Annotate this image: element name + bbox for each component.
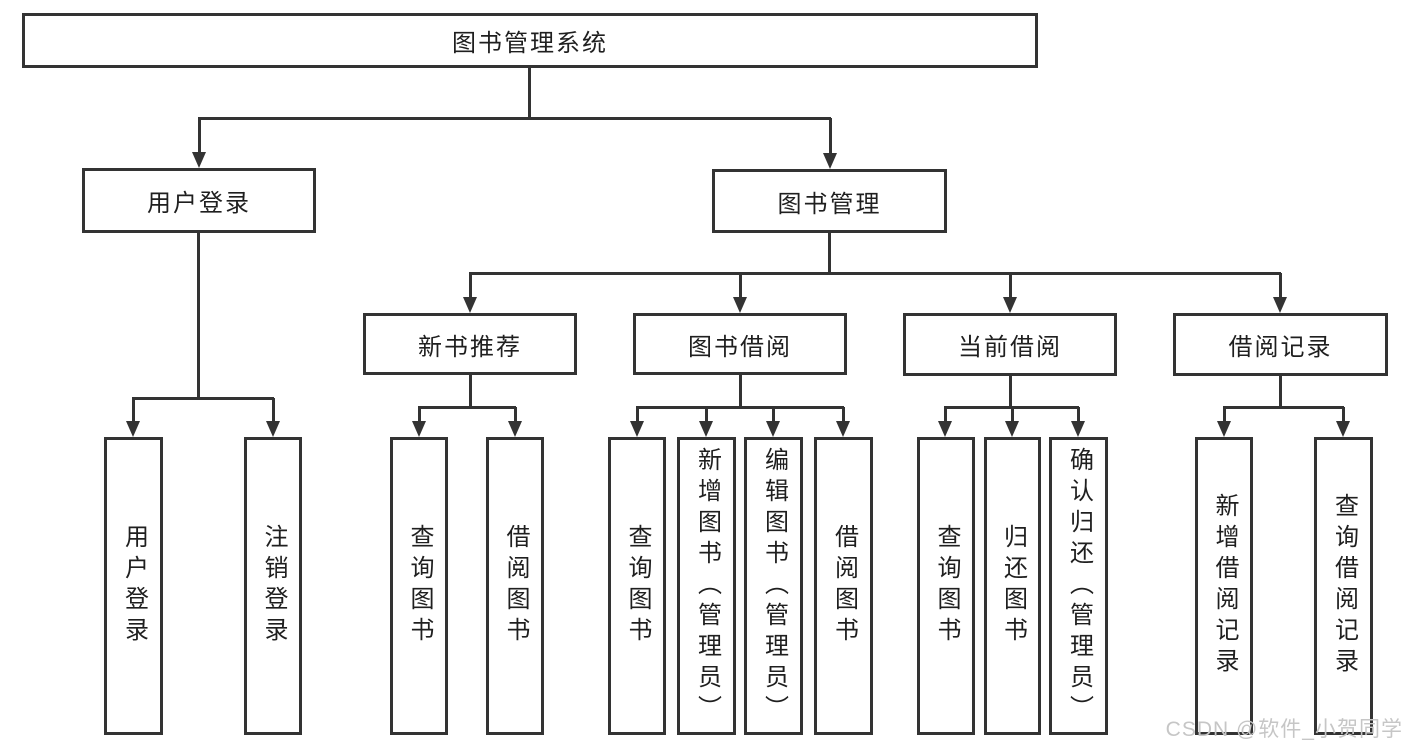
connector-drop [469, 273, 472, 299]
connector-bus [469, 272, 1281, 275]
node-book-borrowing: 图书借阅 [633, 313, 847, 375]
leaf-label: 编辑图书（管理员） [760, 446, 788, 726]
connector-drop [829, 118, 832, 155]
connector-arrowhead [1003, 297, 1017, 313]
connector-drop [944, 407, 947, 423]
connector-bus [418, 406, 516, 409]
connector-arrowhead [192, 152, 206, 168]
connector-drop [739, 273, 742, 299]
connector-drop [705, 407, 708, 423]
leaf-borrow-books-borrowing: 借阅图书 [814, 437, 873, 735]
connector-arrowhead [1071, 421, 1085, 437]
connector-drop [842, 407, 845, 423]
node-current-borrowing: 当前借阅 [903, 313, 1117, 376]
connector-stem [197, 233, 200, 400]
leaf-user-login: 用户登录 [104, 437, 163, 735]
leaf-label: 新增借阅记录 [1211, 493, 1238, 679]
connector-stem [1279, 376, 1282, 409]
connector-arrowhead [412, 421, 426, 437]
leaf-query-books-borrowing: 查询图书 [608, 437, 666, 735]
connector-drop [1342, 407, 1345, 423]
node-user-login: 用户登录 [82, 168, 316, 233]
connector-arrowhead [508, 421, 522, 437]
connector-arrowhead [766, 421, 780, 437]
connector-drop [636, 407, 639, 423]
node-label: 图书管理系统 [452, 30, 608, 57]
connector-stem [528, 68, 531, 120]
connector-drop [132, 398, 135, 423]
leaf-label: 查询图书 [624, 524, 651, 648]
leaf-label: 查询借阅记录 [1330, 493, 1358, 679]
node-label: 图书借阅 [688, 333, 792, 361]
node-label: 当前借阅 [958, 334, 1062, 361]
node-label: 新书推荐 [418, 333, 522, 361]
connector-arrowhead [733, 297, 747, 313]
connector-stem [469, 375, 472, 409]
leaf-label: 归还图书 [999, 524, 1027, 648]
leaf-add-borrow-record: 新增借阅记录 [1195, 437, 1253, 735]
connector-bus [198, 117, 831, 120]
connector-arrowhead [266, 421, 280, 437]
leaf-label: 注销登录 [260, 524, 287, 648]
connector-stem [828, 233, 831, 275]
connector-drop [1009, 273, 1012, 299]
connector-arrowhead [836, 421, 850, 437]
connector-bus [132, 397, 274, 400]
leaf-label: 新增图书（管理员） [693, 446, 721, 726]
node-borrowing-records: 借阅记录 [1173, 313, 1388, 376]
node-library-management-system: 图书管理系统 [22, 13, 1038, 68]
leaf-label: 确认归还（管理员） [1065, 446, 1093, 726]
leaf-return-books: 归还图书 [984, 437, 1041, 735]
connector-arrowhead [1336, 421, 1350, 437]
leaf-label: 借阅图书 [502, 524, 529, 648]
leaf-query-borrow-record: 查询借阅记录 [1314, 437, 1373, 735]
connector-bus [1223, 406, 1344, 409]
connector-bus [636, 406, 844, 409]
connector-arrowhead [1273, 297, 1287, 313]
node-book-management: 图书管理 [712, 169, 947, 233]
node-label: 借阅记录 [1228, 334, 1333, 361]
connector-drop [514, 407, 517, 423]
connector-arrowhead [1217, 421, 1231, 437]
connector-arrowhead [630, 421, 644, 437]
connector-drop [772, 407, 775, 423]
connector-arrowhead [463, 297, 477, 313]
leaf-label: 查询图书 [406, 524, 433, 648]
node-new-book-recommendation: 新书推荐 [363, 313, 577, 375]
watermark: CSDN @软件_小贺同学 [1165, 718, 1403, 741]
leaf-label: 用户登录 [120, 524, 148, 648]
leaf-add-books-admin: 新增图书（管理员） [677, 437, 736, 735]
connector-stem [739, 375, 742, 409]
leaf-edit-books-admin: 编辑图书（管理员） [744, 437, 803, 735]
connector-drop [1077, 407, 1080, 423]
connector-arrowhead [1005, 421, 1019, 437]
connector-stem [1009, 376, 1012, 409]
connector-drop [1223, 407, 1226, 423]
connector-arrowhead [126, 421, 140, 437]
leaf-label: 查询图书 [933, 524, 960, 648]
connector-drop [272, 398, 275, 423]
connector-drop [198, 118, 201, 154]
leaf-query-books-current: 查询图书 [917, 437, 975, 735]
node-label: 用户登录 [147, 190, 251, 217]
connector-arrowhead [823, 153, 837, 169]
leaf-query-books-recommend: 查询图书 [390, 437, 448, 735]
connector-drop [418, 407, 421, 423]
leaf-borrow-books-recommend: 借阅图书 [486, 437, 544, 735]
connector-arrowhead [699, 421, 713, 437]
leaf-confirm-return-admin: 确认归还（管理员） [1049, 437, 1108, 735]
connector-arrowhead [938, 421, 952, 437]
connector-drop [1011, 407, 1014, 423]
connector-drop [1279, 273, 1282, 299]
leaf-logout: 注销登录 [244, 437, 302, 735]
node-label: 图书管理 [777, 190, 882, 218]
leaf-label: 借阅图书 [830, 524, 858, 648]
